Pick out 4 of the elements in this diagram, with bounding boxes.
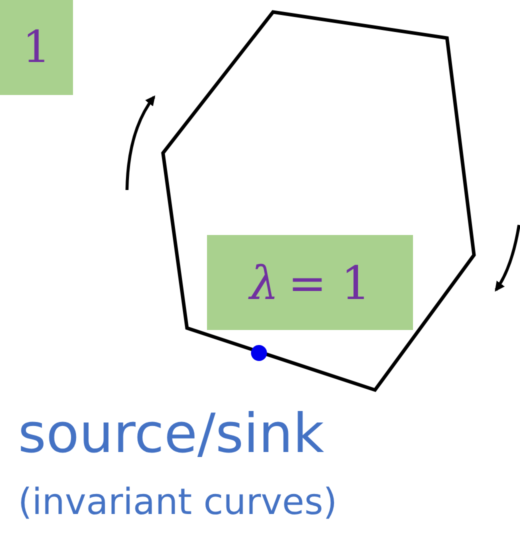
panel-number: 1 [0, 0, 73, 95]
heading-text: source/sink [18, 402, 324, 465]
subheading-text: (invariant curves) [18, 482, 338, 523]
equation-label: λ = 1 [207, 235, 413, 330]
